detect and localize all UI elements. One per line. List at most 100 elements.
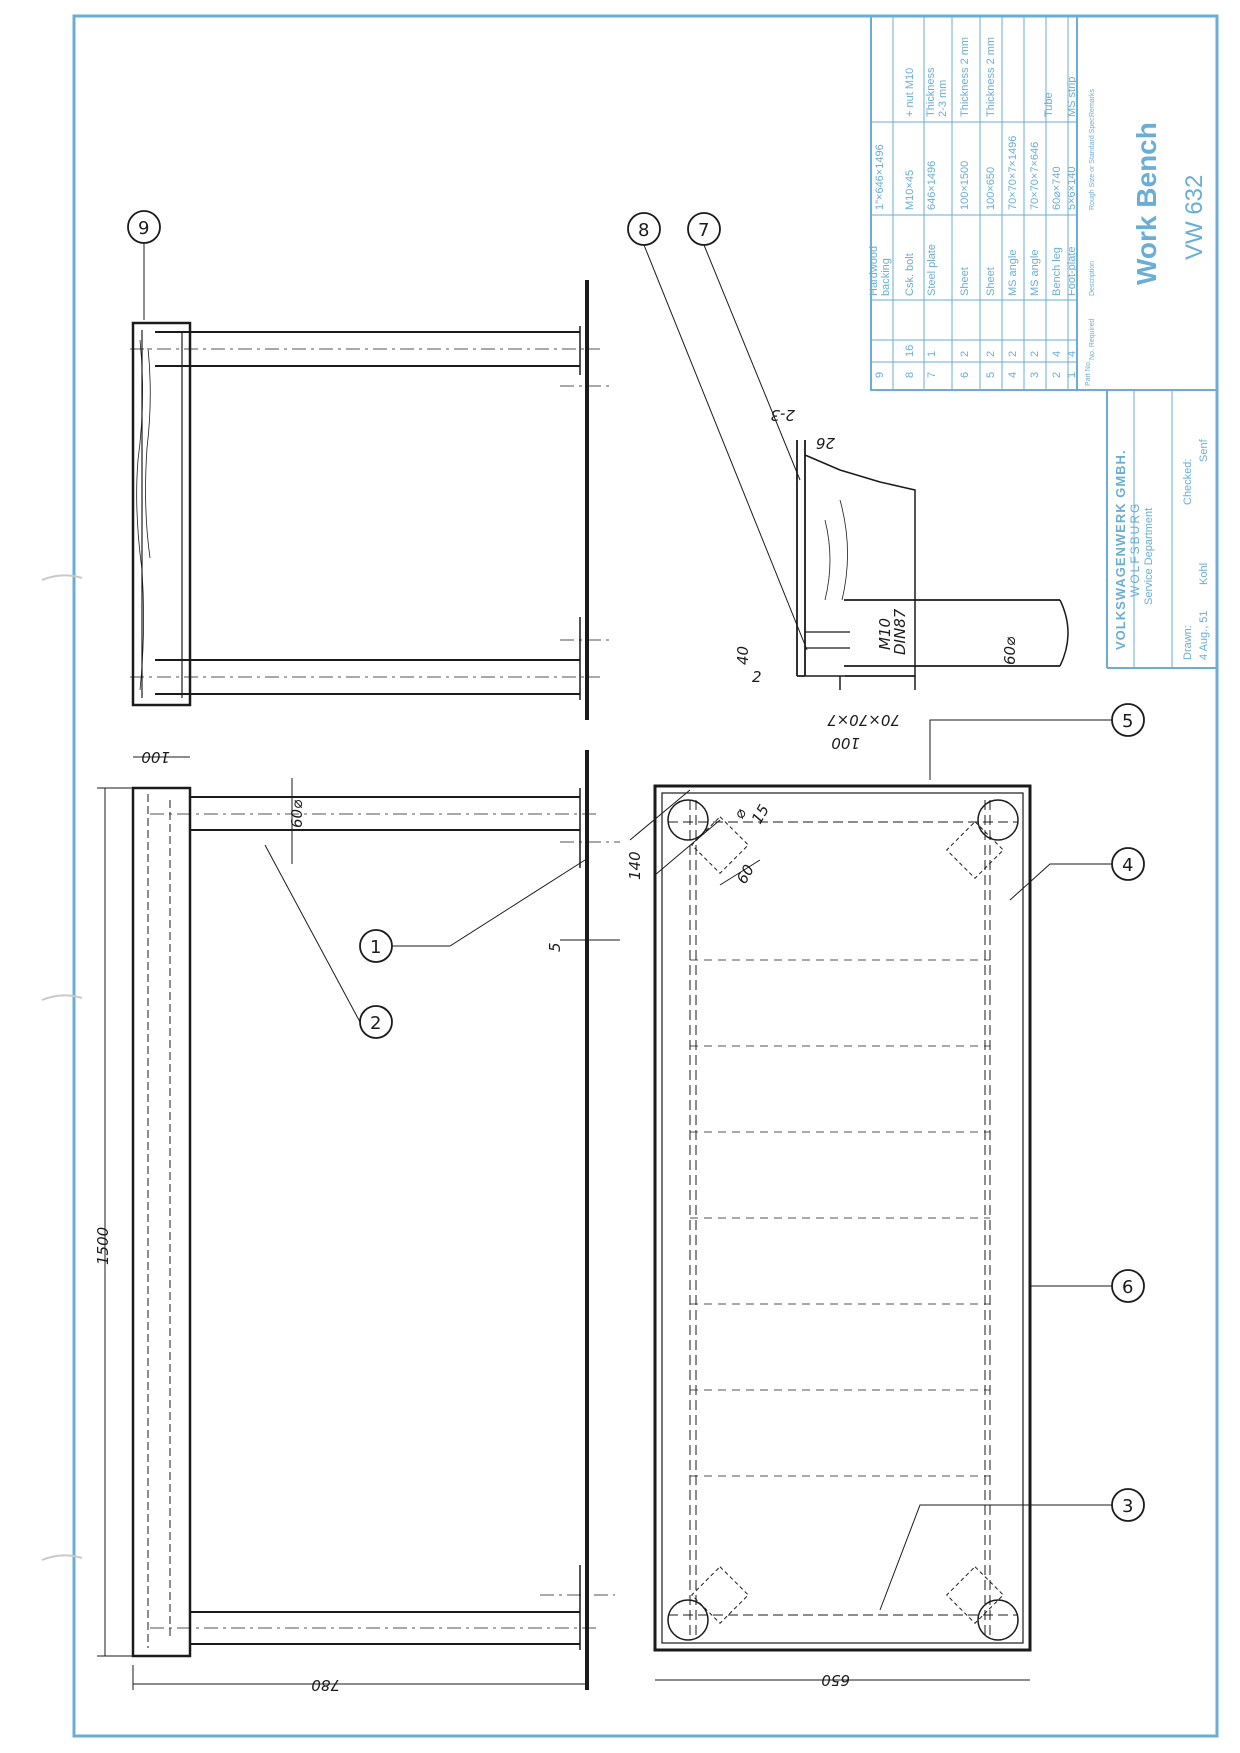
dim-780: 780 bbox=[311, 1676, 340, 1694]
company-dept: Service Department bbox=[1143, 508, 1155, 605]
part-qty: 16 bbox=[904, 345, 916, 357]
part-qty: 2 bbox=[1007, 351, 1019, 357]
balloon-9: 9 bbox=[127, 210, 161, 244]
dim-dia-15: 15 bbox=[748, 801, 773, 827]
part-remarks: Thickness 2 mm bbox=[985, 37, 997, 117]
dim-650: 650 bbox=[821, 1671, 850, 1689]
dim-dia: ⌀ bbox=[730, 805, 750, 822]
company-name: VOLKSWAGENWERK GMBH. bbox=[1113, 449, 1128, 650]
dim-detail-100: 100 bbox=[831, 734, 860, 752]
dim-width: 650 bbox=[655, 1671, 1030, 1689]
balloon-6: 6 bbox=[1111, 1269, 1145, 1303]
dim-26: 26 bbox=[816, 434, 835, 452]
part-remarks: Thickness bbox=[925, 67, 937, 117]
leader-lines bbox=[143, 243, 1112, 1611]
svg-text:4: 4 bbox=[1122, 855, 1133, 876]
balloon-7: 7 bbox=[687, 212, 721, 246]
part-qty: 4 bbox=[1051, 351, 1063, 357]
side-view: 1500 780 100 60⌀ 5 bbox=[94, 748, 620, 1694]
part-no: 8 bbox=[904, 372, 916, 378]
balloon-4: 4 bbox=[1111, 847, 1145, 881]
part-desc: Foot-plate bbox=[1066, 246, 1078, 296]
balloon-2: 2 bbox=[359, 1005, 393, 1039]
part-desc: Steel plate bbox=[926, 244, 938, 296]
part-qty: 2 bbox=[985, 351, 997, 357]
header-description: Description bbox=[1089, 261, 1096, 296]
part-qty: 2 bbox=[1029, 351, 1041, 357]
dim-din87: DIN87 bbox=[891, 608, 909, 655]
svg-text:8: 8 bbox=[638, 220, 649, 241]
part-no: 6 bbox=[959, 372, 971, 378]
svg-text:5: 5 bbox=[1122, 711, 1133, 732]
header-remarks: Remarks bbox=[1089, 88, 1096, 117]
drawn-date: 4 Aug., 51 bbox=[1198, 610, 1210, 660]
part-desc: Bench leg bbox=[1051, 247, 1063, 296]
part-remarks2: 2-3 mm bbox=[937, 80, 949, 117]
checked-by: Senf bbox=[1198, 438, 1210, 462]
dim-40: 40 bbox=[734, 646, 752, 665]
part-size: 5×6×140 bbox=[1066, 167, 1078, 210]
part-size: 100×650 bbox=[985, 167, 997, 210]
part-qty: 1 bbox=[926, 351, 938, 357]
part-size: 1"×646×1496 bbox=[874, 144, 886, 210]
part-remarks: Thickness 2 mm bbox=[959, 37, 971, 117]
dim-1500: 1500 bbox=[94, 1227, 112, 1265]
binder-holes bbox=[41, 574, 83, 1561]
part-desc: Sheet bbox=[985, 267, 997, 296]
drawing-title: Work Bench bbox=[1131, 122, 1162, 285]
dim-length: 1500 bbox=[94, 787, 133, 1657]
dim-height: 780 bbox=[132, 1665, 588, 1694]
part-qty: 4 bbox=[1066, 351, 1078, 357]
dim-140: 140 bbox=[626, 851, 644, 880]
part-qty: 2 bbox=[959, 351, 971, 357]
part-no: 4 bbox=[1007, 372, 1019, 378]
part-size: 60⌀×740 bbox=[1051, 166, 1063, 210]
part-size: 100×1500 bbox=[959, 161, 971, 210]
header-rough-size: Rough Size or Standard Spec. bbox=[1089, 115, 1096, 210]
part-no: 7 bbox=[926, 372, 938, 378]
drawing-number: VW 632 bbox=[1181, 175, 1208, 260]
svg-text:9: 9 bbox=[138, 218, 149, 239]
dim-60: 60⌀ bbox=[288, 800, 306, 828]
svg-text:7: 7 bbox=[698, 220, 709, 241]
header-no-required: No. Required bbox=[1089, 319, 1096, 360]
balloon-1: 1 bbox=[359, 929, 393, 963]
part-size: M10×45 bbox=[904, 170, 916, 210]
dim-angle: 70×70×7 bbox=[827, 711, 900, 729]
drawn-label: Drawn: bbox=[1182, 625, 1194, 660]
part-desc: Csk. bolt bbox=[904, 253, 916, 296]
dim-2-3: 2-3 bbox=[771, 406, 796, 424]
plan-view: 650 140 60 ⌀ 15 bbox=[626, 784, 1032, 1689]
part-desc: Sheet bbox=[959, 267, 971, 296]
part-desc: MS angle bbox=[1029, 250, 1041, 296]
svg-text:1: 1 bbox=[370, 937, 381, 958]
part-no: 2 bbox=[1051, 372, 1063, 378]
part-size: 70×70×7×1496 bbox=[1007, 136, 1019, 210]
balloons: 9 8 7 5 4 1 2 6 3 bbox=[127, 210, 1145, 1522]
dim-100: 100 bbox=[141, 748, 170, 766]
balloon-3: 3 bbox=[1111, 1488, 1145, 1522]
dim-m10: M10 bbox=[876, 618, 894, 650]
checked-label: Checked: bbox=[1182, 459, 1194, 505]
detail-section: M10 DIN87 60⌀ 2-3 26 40 2 70×70×7 100 bbox=[734, 406, 1069, 752]
part-no: 5 bbox=[985, 372, 997, 378]
dim-leg: 60⌀ bbox=[288, 778, 306, 864]
part-remarks: MS strip bbox=[1066, 77, 1078, 117]
title-block: 9 Hardwood backing 1"×646×1496 8 16 Csk.… bbox=[868, 15, 1218, 669]
part-size: 70×70×7×646 bbox=[1029, 142, 1041, 210]
dim-2mm: 2 bbox=[752, 668, 762, 686]
dim-foot: 5 bbox=[546, 939, 620, 952]
sheet-border bbox=[72, 14, 1219, 1738]
company-city: WOLFSBURG bbox=[1128, 502, 1142, 597]
svg-text:2: 2 bbox=[370, 1013, 381, 1034]
svg-text:6: 6 bbox=[1122, 1277, 1133, 1298]
balloon-5: 5 bbox=[1111, 703, 1145, 737]
part-no: 9 bbox=[874, 372, 886, 378]
part-no: 3 bbox=[1029, 372, 1041, 378]
drawn-by: Kohl bbox=[1198, 563, 1210, 585]
part-size: 646×1496 bbox=[926, 161, 938, 210]
part-no: 1 bbox=[1066, 372, 1078, 378]
part-desc: MS angle bbox=[1007, 250, 1019, 296]
svg-text:3: 3 bbox=[1122, 1496, 1133, 1517]
dim-tube: 60⌀ bbox=[1001, 637, 1019, 665]
